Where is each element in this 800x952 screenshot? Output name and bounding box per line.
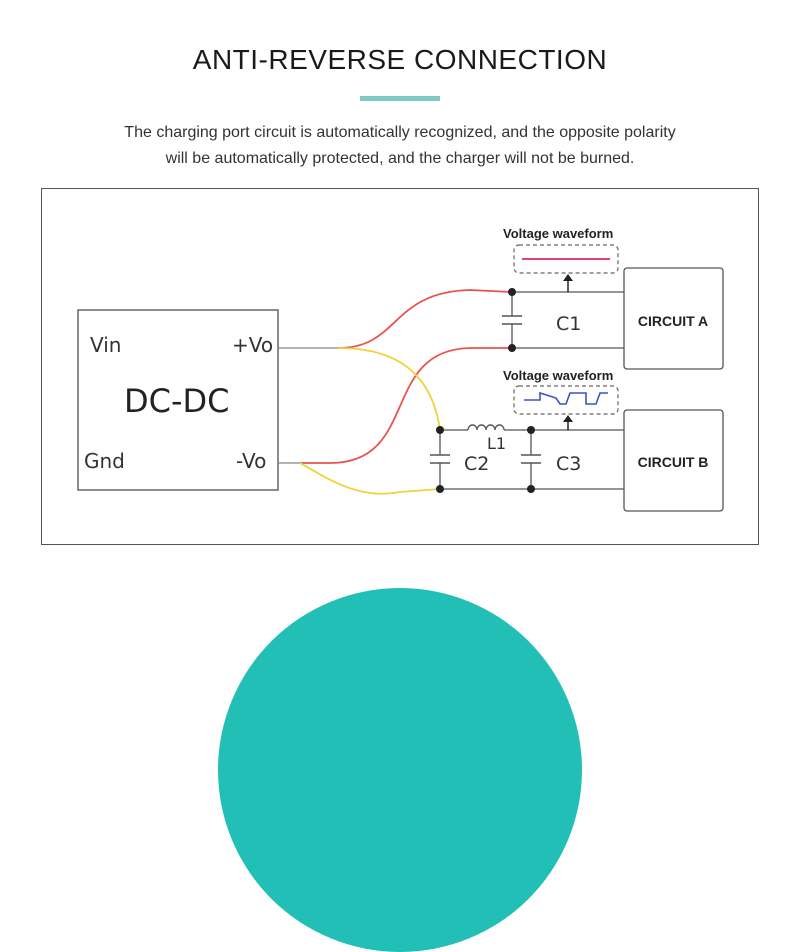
page-subtitle: The charging port circuit is automatical…	[60, 120, 740, 172]
arrow-b-head	[563, 415, 573, 422]
c3-label: C3	[556, 453, 581, 475]
arrow-a-head	[563, 274, 573, 281]
circuit-b-box	[623, 409, 724, 512]
node-a-bottom	[508, 344, 516, 352]
vin-label: Vin	[90, 333, 121, 357]
circuit-diagram: Vin +Vo DC-DC Gnd -Vo C1 CIRCUIT A Volta…	[77, 226, 724, 512]
node-c2-top	[436, 426, 444, 434]
vo-minus-label: -Vo	[236, 449, 266, 473]
circuit-b-label: CIRCUIT B	[638, 454, 709, 470]
page-title: ANTI-REVERSE CONNECTION	[192, 44, 608, 75]
red-wire-bottom	[300, 347, 512, 464]
gnd-label: Gnd	[84, 449, 125, 473]
c2-label: C2	[464, 453, 489, 475]
dcdc-label: DC-DC	[124, 382, 230, 420]
subtitle-line-2: will be automatically protected, and the…	[165, 150, 635, 167]
diagram-frame	[41, 188, 759, 545]
subtitle-line-1: The charging port circuit is automatical…	[124, 124, 676, 141]
circuit-a-label: CIRCUIT A	[638, 313, 708, 329]
waveform-a-label: Voltage waveform	[503, 226, 613, 241]
c1-label: C1	[556, 313, 581, 335]
yellow-wire-bottom	[299, 462, 441, 495]
vo-plus-label: +Vo	[232, 333, 273, 357]
yellow-wire-top	[337, 347, 441, 431]
node-c3-top	[527, 426, 535, 434]
l1-inductor	[467, 424, 505, 431]
node-a-top	[508, 288, 516, 296]
waveform-b-signal	[524, 391, 608, 405]
waveform-b-label: Voltage waveform	[503, 368, 613, 383]
node-c3-bottom	[527, 485, 535, 493]
circuit-a-box	[623, 267, 724, 370]
node-c2-bottom	[436, 485, 444, 493]
dcdc-box	[77, 309, 279, 491]
title-underline	[360, 96, 440, 101]
teal-decorative-circle	[218, 588, 582, 952]
l1-label: L1	[487, 434, 506, 453]
red-wire-top	[337, 289, 513, 349]
